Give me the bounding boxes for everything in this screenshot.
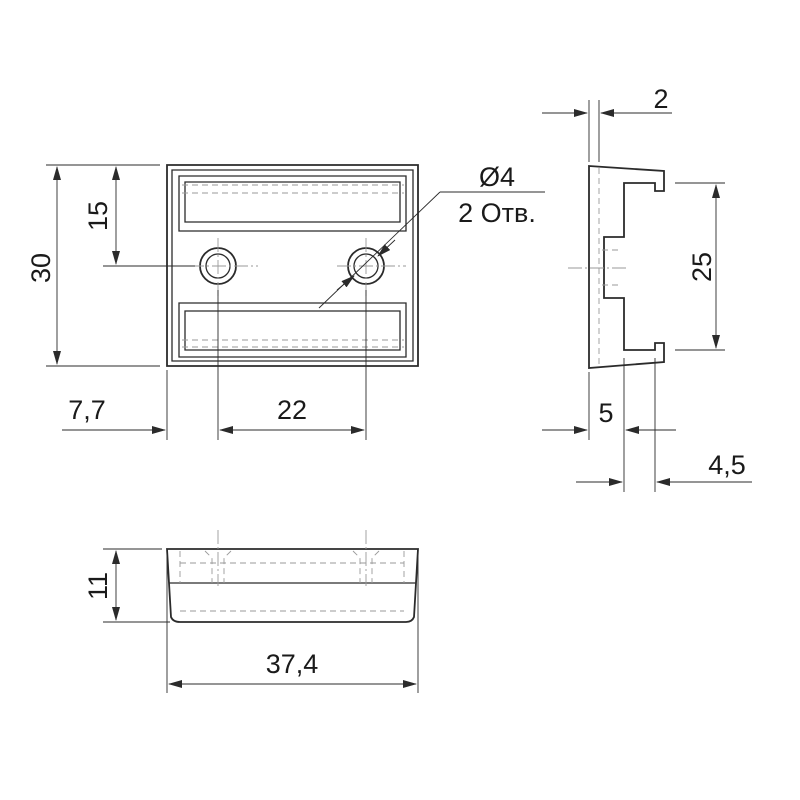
dim-side-depth-label: 5 <box>598 398 613 428</box>
dim-bottom-width-label: 37,4 <box>266 649 319 679</box>
dim-side-lip: 4,5 <box>576 358 752 492</box>
bottom-outline <box>166 548 419 623</box>
hole-diameter-label: Ø4 <box>479 162 515 192</box>
dim-side-span: 25 <box>675 182 725 351</box>
dim-bottom-height: 11 <box>83 548 170 623</box>
dim-bottom-height-label: 11 <box>83 572 113 600</box>
dim-height-total: 30 <box>26 164 160 367</box>
side-view <box>568 165 665 369</box>
front-view <box>166 164 419 367</box>
dim-hole-spacing-label: 22 <box>277 395 307 425</box>
dim-horizontal: 7,7 22 <box>62 290 367 440</box>
bottom-view <box>166 530 419 623</box>
dim-offset-left-label: 7,7 <box>68 395 106 425</box>
front-outline <box>166 164 419 367</box>
hole-callout: Ø4 2 Отв. <box>318 162 545 309</box>
dim-bottom-width: 37,4 <box>166 555 419 693</box>
dim-side-lip-label: 4,5 <box>708 450 746 480</box>
dim-side-thickness: 2 <box>542 84 672 162</box>
lower-slot <box>178 302 407 358</box>
hole-count-label: 2 Отв. <box>458 198 536 228</box>
side-outline <box>588 165 665 369</box>
upper-slot <box>178 175 407 232</box>
dim-side-depth: 5 <box>542 358 676 492</box>
front-inner-frame <box>171 169 414 362</box>
dim-height-half: 15 <box>83 166 195 267</box>
dim-height-half-label: 15 <box>83 201 113 231</box>
dim-side-thickness-label: 2 <box>653 84 668 114</box>
dim-side-span-label: 25 <box>687 252 717 282</box>
dim-height-total-label: 30 <box>26 253 56 283</box>
